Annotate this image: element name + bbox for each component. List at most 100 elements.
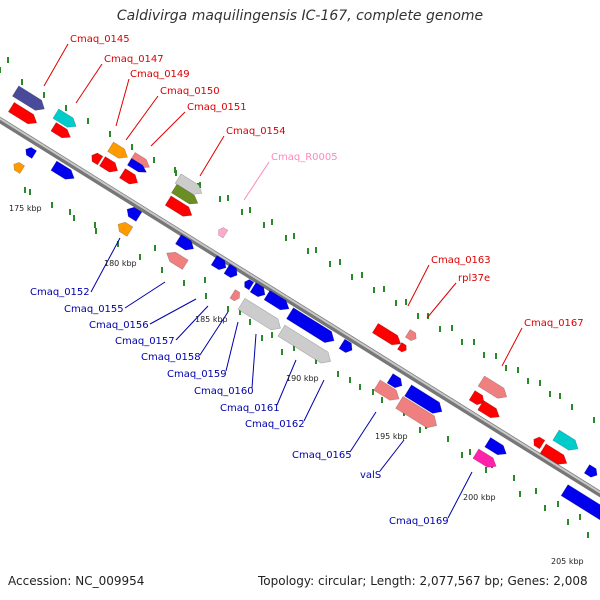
gene-arrow (7, 101, 38, 125)
gene-label: Cmaq_0160 (194, 386, 254, 397)
gene-label: Cmaq_0167 (524, 318, 584, 329)
gene-label: Cmaq_0163 (431, 255, 491, 266)
gene-arrow (560, 484, 600, 524)
leader-line (225, 321, 239, 372)
gene-arrow (468, 390, 485, 406)
gene-label: Cmaq_0152 (30, 287, 90, 298)
gene-label: Cmaq_0169 (389, 516, 449, 527)
leader-line (251, 333, 257, 389)
gene-arrow (171, 183, 199, 205)
gene-label: Cmaq_0151 (187, 102, 247, 113)
scale-label: 195 kbp (375, 432, 408, 441)
gene-arrow (371, 322, 402, 346)
gene-label: Cmaq_0145 (70, 34, 130, 45)
scale-label: 200 kbp (463, 493, 496, 502)
leader-line (407, 264, 430, 307)
gene-label: Cmaq_0165 (292, 450, 352, 461)
gene-label: Cmaq_0147 (104, 54, 164, 65)
gene-label: Cmaq_0156 (89, 320, 149, 331)
gene-arrow (244, 279, 255, 291)
genome-backbone (0, 116, 600, 498)
gene-arrow (277, 324, 331, 364)
gene-arrow (210, 255, 227, 271)
gene-label: Cmaq_0157 (115, 336, 175, 347)
gene-labels: Cmaq_0145Cmaq_0147Cmaq_0149Cmaq_0150Cmaq… (30, 34, 584, 527)
gene-arrow (13, 162, 26, 174)
gene-arrow (52, 108, 77, 128)
accession-text: Accession: NC_009954 (8, 574, 145, 588)
topology-text: Topology: circular; Length: 2,077,567 bp… (258, 574, 588, 588)
leader-line (150, 111, 186, 147)
leader-line (75, 63, 103, 104)
scale-labels: 175 kbp 180 kbp 185 kbp 190 kbp 195 kbp 200 k… (9, 204, 584, 566)
scale-label: 205 kbp (551, 557, 584, 566)
gene-label: Cmaq_R0005 (271, 152, 338, 163)
gene-arrow (91, 152, 104, 166)
gene-arrow (263, 290, 290, 311)
scale-label: 185 kbp (195, 315, 228, 324)
gene-arrow (25, 147, 38, 159)
gene-label: Cmaq_0154 (226, 126, 286, 137)
leader-line (125, 95, 159, 141)
gene-label: Cmaq_0161 (220, 403, 280, 414)
gene-arrow (477, 375, 508, 399)
gene-arrow (166, 251, 189, 270)
gene-arrow (477, 400, 500, 419)
gene-arrow (164, 195, 193, 217)
leader-line (349, 411, 377, 453)
leader-line (149, 298, 197, 325)
gene-label: Cmaq_0149 (130, 69, 190, 80)
gene-arrow (386, 373, 403, 389)
leader-line (199, 311, 229, 356)
scale-label: 180 kbp (104, 259, 137, 268)
gene-arrow (126, 206, 143, 222)
gene-arrow (229, 289, 240, 302)
gene-arrow (175, 234, 195, 251)
gene-arrow (397, 342, 407, 353)
leader-line (501, 327, 523, 367)
gene-arrow (286, 307, 335, 343)
gene-arrow (484, 437, 507, 456)
gene-arrow (404, 384, 443, 414)
gene-label: Cmaq_0162 (245, 419, 305, 430)
gene-arrow (99, 156, 119, 173)
gene-arrow (373, 379, 400, 401)
gene-arrow (223, 263, 238, 278)
gene-arrow (117, 221, 134, 237)
gene-arrow (50, 122, 71, 139)
scale-label: 175 kbp (9, 204, 42, 213)
gene-arrow (583, 464, 598, 478)
leader-line (379, 439, 405, 472)
gene-label: Cmaq_0150 (160, 86, 220, 97)
leader-line (276, 359, 297, 406)
gene-arrow (404, 329, 417, 341)
gene-label: valS (360, 470, 381, 481)
leader-line (303, 379, 325, 422)
leader-line (90, 237, 121, 293)
leader-line (175, 305, 209, 341)
gene-arrow (119, 168, 139, 185)
gene-arrow (107, 141, 128, 159)
scale-label: 190 kbp (286, 374, 319, 383)
gene-arrow (338, 338, 353, 353)
gene-arrow (249, 282, 266, 298)
gene-arrow (174, 173, 203, 195)
gene-arrow (11, 85, 45, 111)
gene-arrow (126, 157, 148, 173)
label-leader-lines (43, 43, 523, 519)
leader-line (115, 78, 130, 127)
gene-features (7, 85, 600, 524)
gene-arrow (533, 436, 546, 450)
leader-line (124, 281, 166, 309)
map-title: Caldivirga maquilingensis IC-167, comple… (116, 8, 484, 24)
leader-line (199, 135, 225, 177)
gene-label: Cmaq_0159 (167, 369, 227, 380)
gene-label: Cmaq_0158 (141, 352, 201, 363)
leader-line (43, 43, 69, 87)
gene-arrow (218, 227, 229, 239)
gene-arrow (395, 396, 438, 429)
leader-line (243, 161, 270, 201)
gene-arrow (50, 160, 75, 180)
gene-arrow (472, 448, 497, 468)
